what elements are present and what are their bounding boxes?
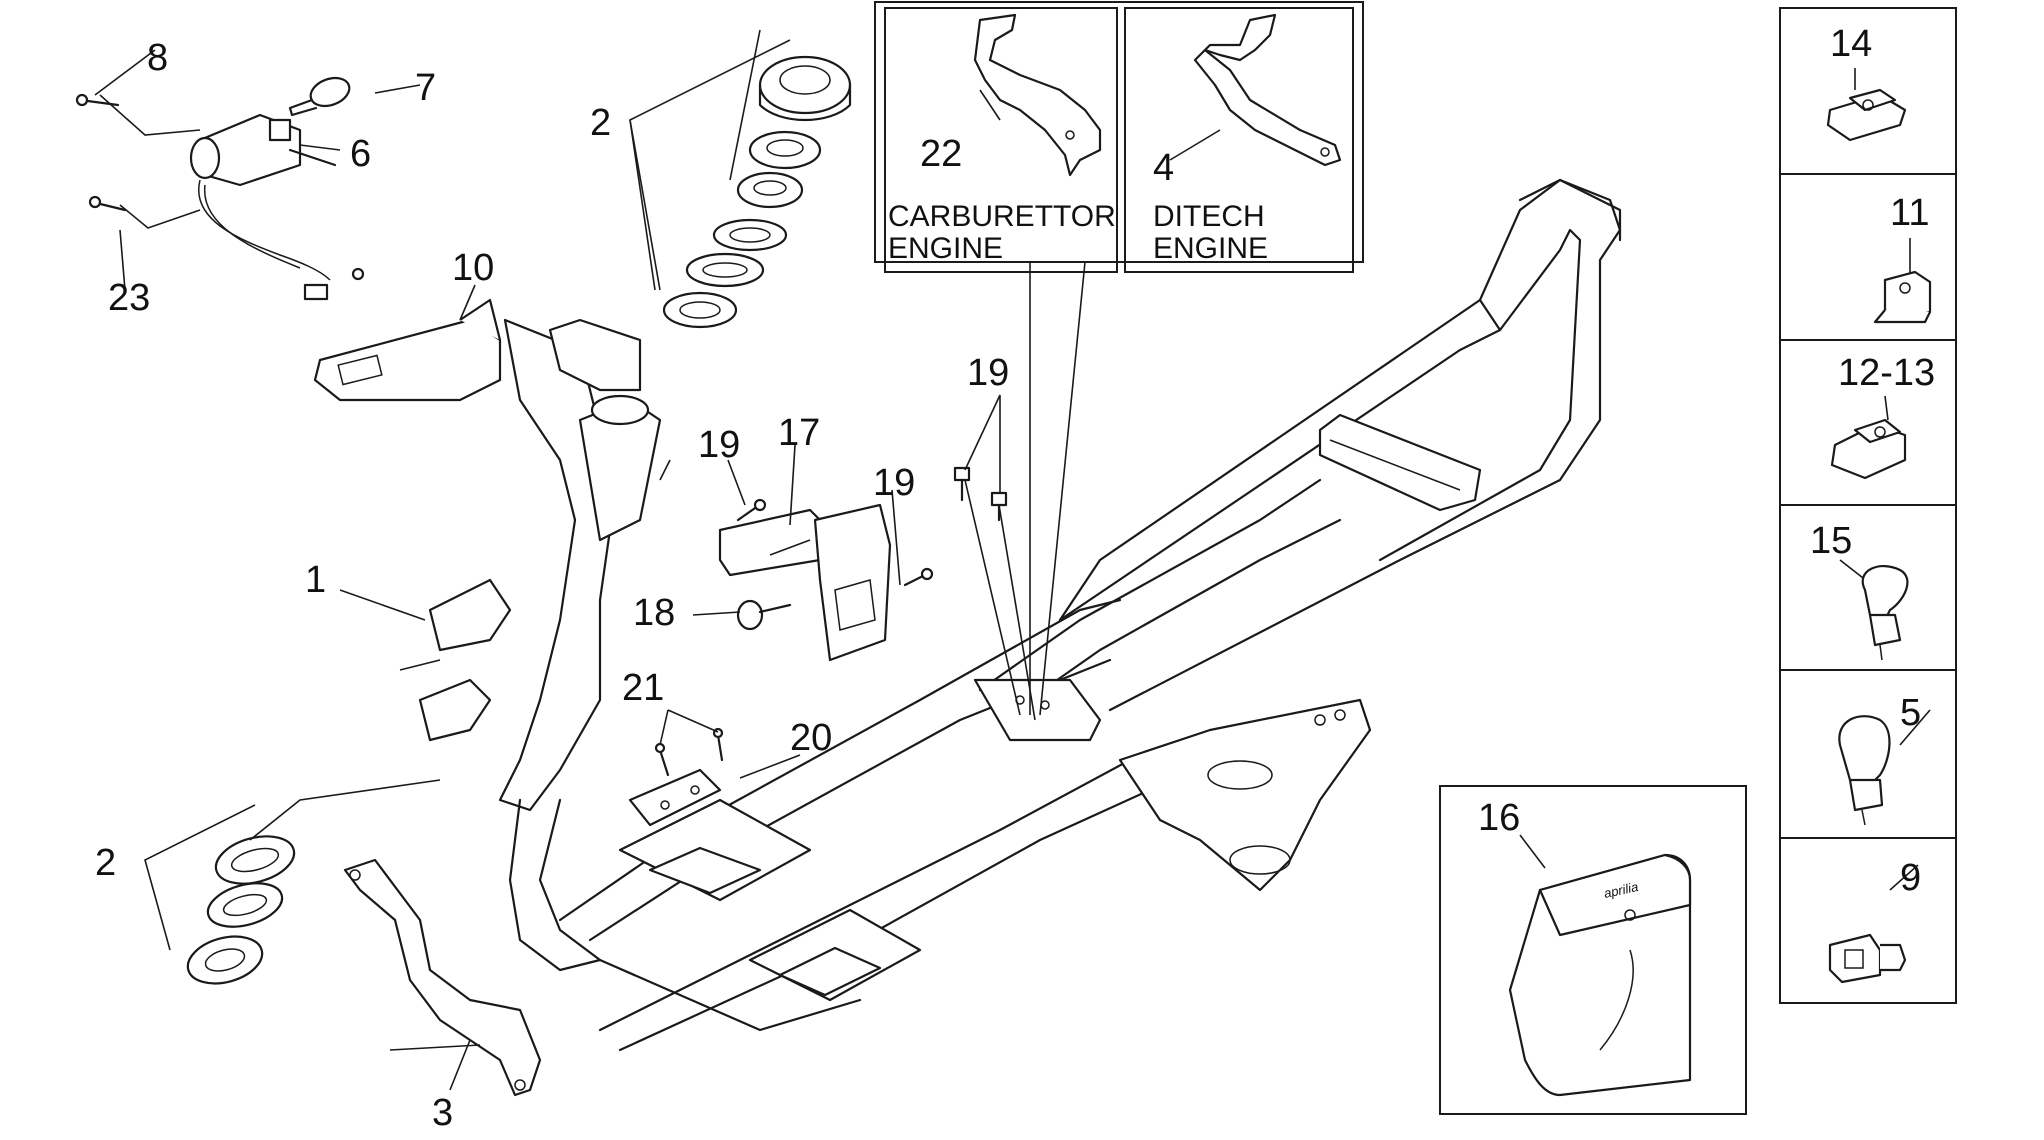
part-7-key [288, 76, 351, 117]
callout-19-left: 19 [698, 424, 740, 466]
carburettor-label-line1: CARBURETTOR [888, 200, 1116, 233]
part-3-stand-bracket [343, 858, 542, 1097]
part-10-bracket [313, 298, 502, 402]
callout-4: 4 [1153, 147, 1174, 189]
callout-19-right: 19 [967, 352, 1009, 394]
callout-15: 15 [1810, 520, 1852, 562]
callout-2-top: 2 [590, 102, 611, 144]
callout-3: 3 [432, 1092, 453, 1134]
part-11-nut [1873, 270, 1932, 324]
leader-lines [94, 29, 1931, 1091]
callout-20: 20 [790, 717, 832, 759]
variant-panel: CARBURETTOR ENGINE DITECH ENGINE [874, 1, 1364, 273]
part-5-cable-clip [1838, 715, 1891, 826]
part-15-cable-clip [1861, 565, 1909, 661]
part-14-clip [1826, 88, 1907, 142]
carburettor-label-line2: ENGINE [888, 232, 1003, 265]
part-4-bracket [1193, 13, 1342, 167]
ditech-box [1124, 7, 1354, 273]
part-21-screws [654, 727, 724, 777]
callout-16: 16 [1478, 797, 1520, 839]
part-9-connector [1828, 933, 1907, 984]
part-20-plate [628, 768, 722, 827]
callout-5: 5 [1900, 692, 1921, 734]
part-22-bracket [973, 13, 1102, 177]
part-18-bolt [736, 599, 792, 631]
part-6-ignition-lock [189, 113, 365, 301]
part-16-document-bag: aprilia [1439, 785, 1747, 1115]
callout-6: 6 [350, 133, 371, 175]
part-23-screw [88, 195, 127, 212]
carburettor-box [884, 7, 1118, 273]
variant-outer-box [874, 1, 1364, 263]
part-19-screw-b [903, 567, 934, 587]
small-parts-column [1779, 7, 1957, 1004]
callout-12-13: 12-13 [1838, 352, 1935, 394]
part-12-13-clip [1830, 418, 1907, 480]
ditech-label-line1: DITECH [1153, 200, 1265, 233]
part-17-bracket [718, 503, 892, 662]
callout-2-bottom: 2 [95, 842, 116, 884]
bag-brand-logo: aprilia [1603, 879, 1640, 901]
callout-10: 10 [452, 247, 494, 289]
part-8-screw [75, 93, 120, 107]
callout-21: 21 [622, 667, 664, 709]
part-19-screw-a [736, 498, 767, 522]
callout-8: 8 [147, 37, 168, 79]
bag-box [1439, 785, 1747, 1115]
callout-7: 7 [415, 67, 436, 109]
callout-11: 11 [1890, 192, 1929, 234]
callout-23: 23 [108, 277, 150, 319]
callout-17: 17 [778, 412, 820, 454]
part-2-bottom-bearing-stack [186, 835, 296, 985]
part-19-screw-c [953, 466, 1008, 522]
callout-18: 18 [633, 592, 675, 634]
part-2-top-bearing-stack [662, 55, 852, 329]
callout-1: 1 [305, 559, 326, 601]
main-frame [418, 178, 1622, 1052]
callout-22: 22 [920, 133, 962, 175]
callout-19-mid: 19 [873, 462, 915, 504]
callout-14: 14 [1830, 23, 1872, 65]
callout-numbers: 8 7 6 23 10 2 1 2 3 19 17 19 18 21 20 19… [95, 23, 1935, 1134]
callout-9: 9 [1900, 857, 1921, 899]
ditech-label-line2: ENGINE [1153, 232, 1268, 265]
